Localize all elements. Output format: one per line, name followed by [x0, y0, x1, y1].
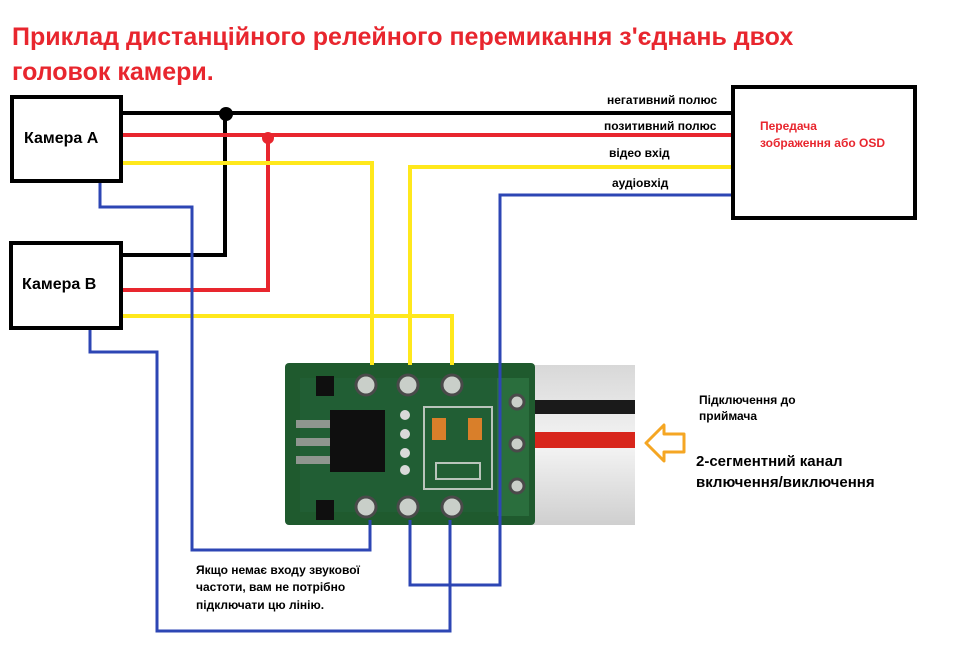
positive-wires [121, 133, 740, 292]
audio-wire-label: аудіовхід [612, 176, 669, 190]
channel-note-line1: 2-сегментний канал [696, 453, 843, 470]
camera-b-box [9, 241, 123, 330]
video-wire-camera-b [121, 314, 454, 365]
relay-chip [330, 410, 385, 472]
audio-note-line1: Якщо немає входу звукової [196, 563, 361, 577]
video-wire-label: відео вхід [609, 146, 670, 160]
receiver-black-wire [530, 400, 635, 414]
arrow-left-icon [644, 423, 686, 463]
transmitter-box [731, 85, 917, 220]
audio-wire-camera-a [98, 180, 372, 552]
camera-b-label: Камера В [22, 276, 96, 293]
camera-a-box [10, 95, 123, 183]
positive-wire-camera-b [121, 135, 270, 292]
page-title: Приклад дистанційного релейного перемика… [12, 23, 794, 86]
positive-wire-label: позитивний полюс [604, 119, 717, 133]
negative-wire-label: негативний полюс [607, 93, 718, 107]
receiver-red-wire [530, 432, 635, 448]
channel-note-line2: включення/виключення [696, 474, 875, 491]
transmitter-label-line1: Передача [760, 119, 817, 133]
audio-wires [88, 180, 733, 633]
camera-a-label: Камера А [24, 130, 99, 147]
video-wires [121, 161, 733, 365]
relay-module [285, 363, 635, 525]
negative-wires [121, 111, 740, 257]
negative-junction [219, 107, 233, 121]
negative-wire-camera-b [123, 113, 227, 257]
audio-note-line3: підключати цю лінію. [196, 598, 324, 612]
audio-wire-camera-b [88, 325, 452, 633]
video-wire-transmitter [408, 165, 733, 365]
led-left [432, 418, 446, 440]
audio-note-line2: частоти, вам не потрібно [196, 580, 345, 594]
receiver-note-line1: Підключення до [699, 393, 796, 407]
transmitter-label-line2: зображення або OSD [760, 136, 885, 150]
audio-wire-transmitter [408, 193, 733, 587]
video-wire-camera-a [121, 161, 374, 365]
positive-junction [262, 132, 274, 144]
receiver-note-line2: приймача [699, 409, 757, 423]
led-right [468, 418, 482, 440]
